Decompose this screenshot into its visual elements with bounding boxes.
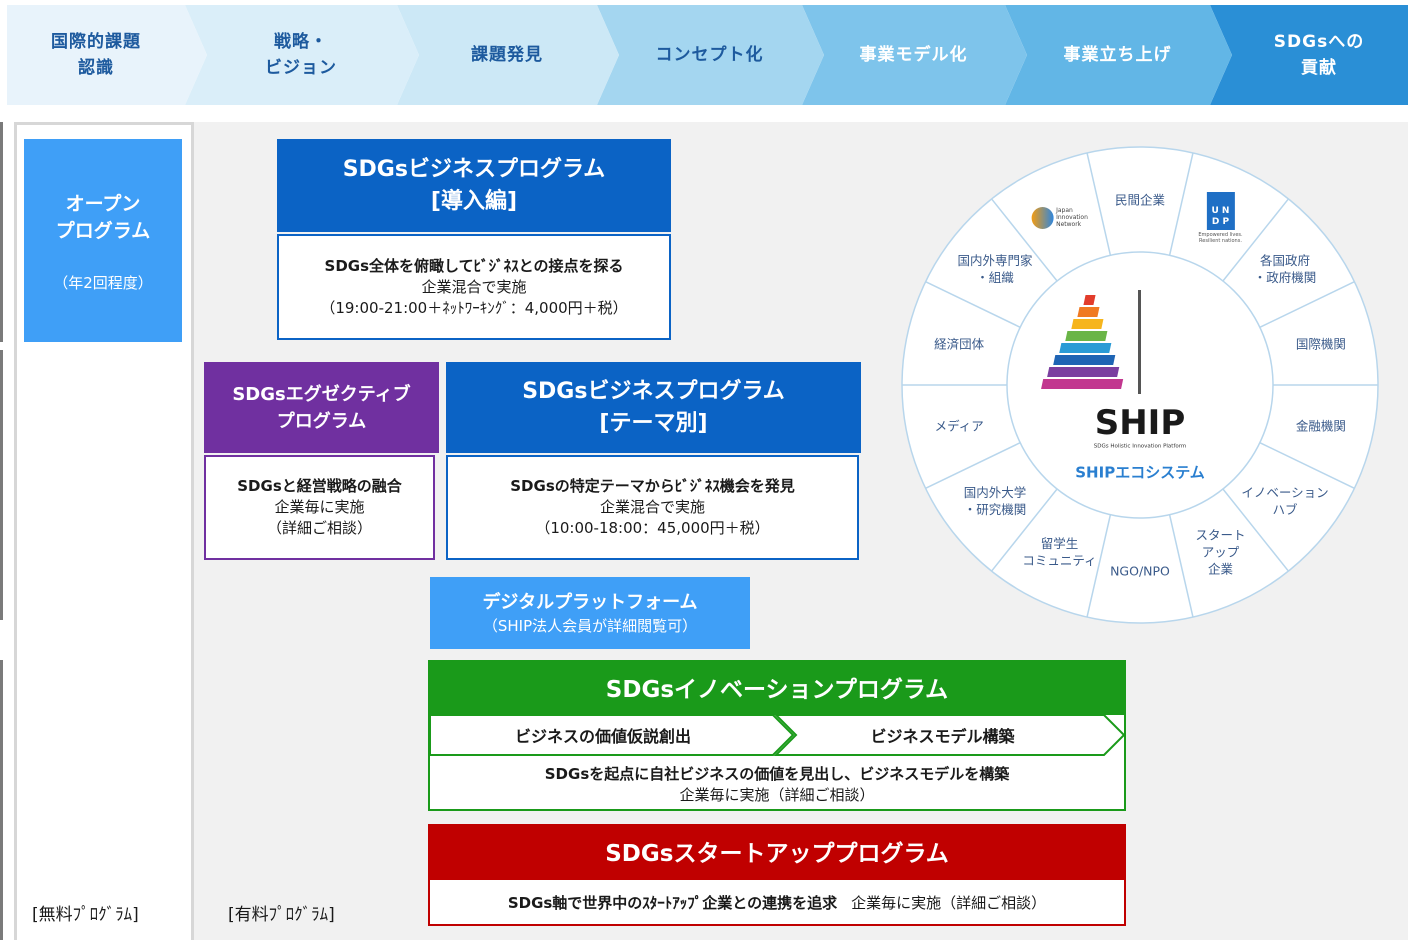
digital-platform-note: （SHIP法人会員が詳細閲覧可） — [482, 616, 698, 635]
step-label: コンセプト化 — [655, 45, 764, 65]
intro-program-schedule: （19:00-21:00＋ﾈｯﾄﾜｰｷﾝｸﾞ：4,000円＋税） — [320, 298, 628, 317]
ecosystem-segment: 留学生 コミュニティ — [1022, 536, 1097, 569]
step-label: 課題発見 — [471, 45, 543, 65]
step-label: 戦略・ ビジョン — [265, 32, 337, 78]
startup-program-description: SDGs軸で世界中のｽﾀｰﾄｱｯﾌﾟ企業との連携を追求 — [507, 893, 838, 912]
ring-divider — [1259, 281, 1355, 328]
theme-program-format: 企業混合で実施 — [599, 498, 705, 516]
theme-program-header[interactable]: SDGsビジネスプログラム [テーマ別] — [446, 362, 861, 453]
step-chevron — [7, 5, 207, 105]
ecosystem-ring — [901, 146, 1379, 624]
open-program-title: オープン プログラム — [55, 193, 151, 242]
innovation-program-format: 企業毎に実施（詳細ご相談） — [679, 786, 875, 804]
open-program-box[interactable]: オープン プログラム （年2回程度） — [24, 139, 182, 342]
ring-divider — [1222, 488, 1289, 572]
ship-sail-stripe — [1047, 367, 1120, 377]
startup-program-format: 企業毎に実施（詳細ご相談） — [851, 893, 1047, 912]
ring-divider — [1168, 514, 1194, 618]
ecosystem-segment: イノベーション ハブ — [1241, 484, 1329, 517]
ship-logo-text: SHIP — [1094, 403, 1186, 443]
step-label: 事業モデル化 — [859, 45, 968, 65]
ring-divider — [1086, 152, 1112, 256]
step-chevron — [1005, 5, 1232, 105]
undp-logo-icon: U N D P — [1206, 191, 1235, 230]
ecosystem-segment: 国際機関 — [1295, 336, 1346, 352]
ring-divider — [991, 198, 1058, 282]
innovation-program-header[interactable]: SDGsイノベーションプログラム — [428, 660, 1126, 713]
digital-platform-title: デジタルプラットフォーム — [482, 591, 698, 613]
executive-program-header[interactable]: SDGsエグゼクティブ プログラム — [204, 362, 439, 453]
ecosystem-segment: 国内外専門家 ・組織 — [957, 253, 1033, 286]
ship-sail-stripe — [1077, 307, 1100, 317]
intro-program-header[interactable]: SDGsビジネスプログラム [導入編] — [277, 139, 671, 232]
ship-sail-stripe — [1059, 343, 1112, 353]
step-chevron — [1210, 5, 1408, 105]
ship-mast — [1138, 290, 1141, 394]
ecosystem-segment: NGO/NPO — [1110, 563, 1170, 578]
left-edge-bar — [0, 350, 3, 620]
theme-program-schedule: （10:00-18:00：45,000円＋税） — [535, 519, 770, 537]
innovation-step-value-hypothesis: ビジネスの価値仮説創出 — [514, 727, 691, 746]
ecosystem-segment: メディア — [934, 418, 984, 434]
ship-sail-stripe — [1053, 355, 1116, 365]
jin-logo-icon — [1031, 206, 1054, 229]
step-chevron — [597, 5, 824, 105]
ring-divider — [925, 442, 1021, 489]
intro-program-format: 企業混合で実施 — [421, 277, 527, 296]
ecosystem-segment: 経済団体 — [934, 336, 985, 352]
executive-program-description: SDGsと経営戦略の融合 — [237, 477, 402, 495]
ring-divider — [925, 281, 1021, 328]
intro-program-body: SDGs全体を俯瞰してﾋﾞｼﾞﾈｽとの接点を探る 企業混合で実施 （19:00-… — [277, 234, 671, 340]
step-label: 国際的課題 認識 — [51, 32, 141, 78]
ring-divider — [1259, 442, 1355, 489]
ship-sail-stripe — [1065, 331, 1108, 341]
executive-program-body: SDGsと経営戦略の融合 企業毎に実施 （詳細ご相談） — [204, 455, 435, 560]
step-label: SDGsへの 貢献 — [1273, 32, 1365, 78]
innovation-program-description: SDGsを起点に自社ビジネスの価値を見出し、ビジネスモデルを構築 — [544, 765, 1010, 783]
paid-program-label: [有料ﾌﾟﾛｸﾞﾗﾑ] — [228, 905, 335, 925]
executive-program-format: 企業毎に実施 — [274, 498, 365, 516]
theme-program-description: SDGsの特定テーマからﾋﾞｼﾞﾈｽ機会を発見 — [510, 477, 795, 495]
ecosystem-segment: 金融機関 — [1295, 418, 1346, 434]
innovation-program-description-block: SDGsを起点に自社ビジネスの価値を見出し、ビジネスモデルを構築 企業毎に実施（… — [430, 764, 1124, 806]
theme-program-body: SDGsの特定テーマからﾋﾞｼﾞﾈｽ機会を発見 企業混合で実施 （10:00-1… — [446, 455, 859, 560]
step-label: 事業立ち上げ — [1063, 45, 1172, 65]
ring-divider — [1086, 514, 1112, 618]
ecosystem-segment: 各国政府 ・政府機関 — [1253, 253, 1317, 286]
ring-divider — [1168, 152, 1194, 256]
startup-program-body: SDGs軸で世界中のｽﾀｰﾄｱｯﾌﾟ企業との連携を追求 企業毎に実施（詳細ご相談… — [428, 878, 1126, 926]
open-program-frequency: （年2回程度） — [53, 274, 153, 292]
ship-tagline: SDGs Holistic Innovation Platform — [1093, 443, 1187, 450]
ship-sail-stripe — [1083, 295, 1096, 305]
ecosystem-segment: 民間企業 — [1114, 192, 1166, 207]
ring-divider — [1222, 198, 1289, 282]
startup-program-header[interactable]: SDGsスタートアッププログラム — [428, 824, 1126, 878]
process-steps-bar: 国際的課題 認識 戦略・ ビジョン 課題発見 コンセプト化 事業モデル化 事業立ち上げ SD… — [7, 5, 1408, 105]
digital-platform-box[interactable]: デジタルプラットフォーム （SHIP法人会員が詳細閲覧可） — [430, 577, 750, 649]
ship-sail-stripe — [1041, 379, 1124, 389]
ring-divider — [991, 488, 1058, 572]
step-chevron — [397, 5, 619, 105]
intro-program-description: SDGs全体を俯瞰してﾋﾞｼﾞﾈｽとの接点を探る — [324, 256, 624, 275]
ecosystem-segment: 国内外大学 ・研究機関 — [963, 484, 1027, 517]
left-edge-bar — [0, 122, 3, 342]
left-edge-bar — [0, 660, 3, 940]
japan-innovation-network-logo: Japan Innovation Network — [1031, 206, 1088, 229]
innovation-steps-arrows — [429, 714, 1126, 756]
step-chevron — [185, 5, 419, 105]
executive-program-schedule: （詳細ご相談） — [266, 519, 372, 537]
innovation-step-business-model: ビジネスモデル構築 — [870, 727, 1015, 746]
free-program-label: [無料ﾌﾟﾛｸﾞﾗﾑ] — [32, 905, 139, 925]
step-chevron — [802, 5, 1027, 105]
ecosystem-segment: スタート アップ 企業 — [1195, 527, 1246, 577]
ship-sail-stripe — [1071, 319, 1104, 329]
ship-ecosystem-caption: SHIPエコシステム — [1075, 463, 1205, 482]
steps-chevrons — [7, 5, 1408, 105]
